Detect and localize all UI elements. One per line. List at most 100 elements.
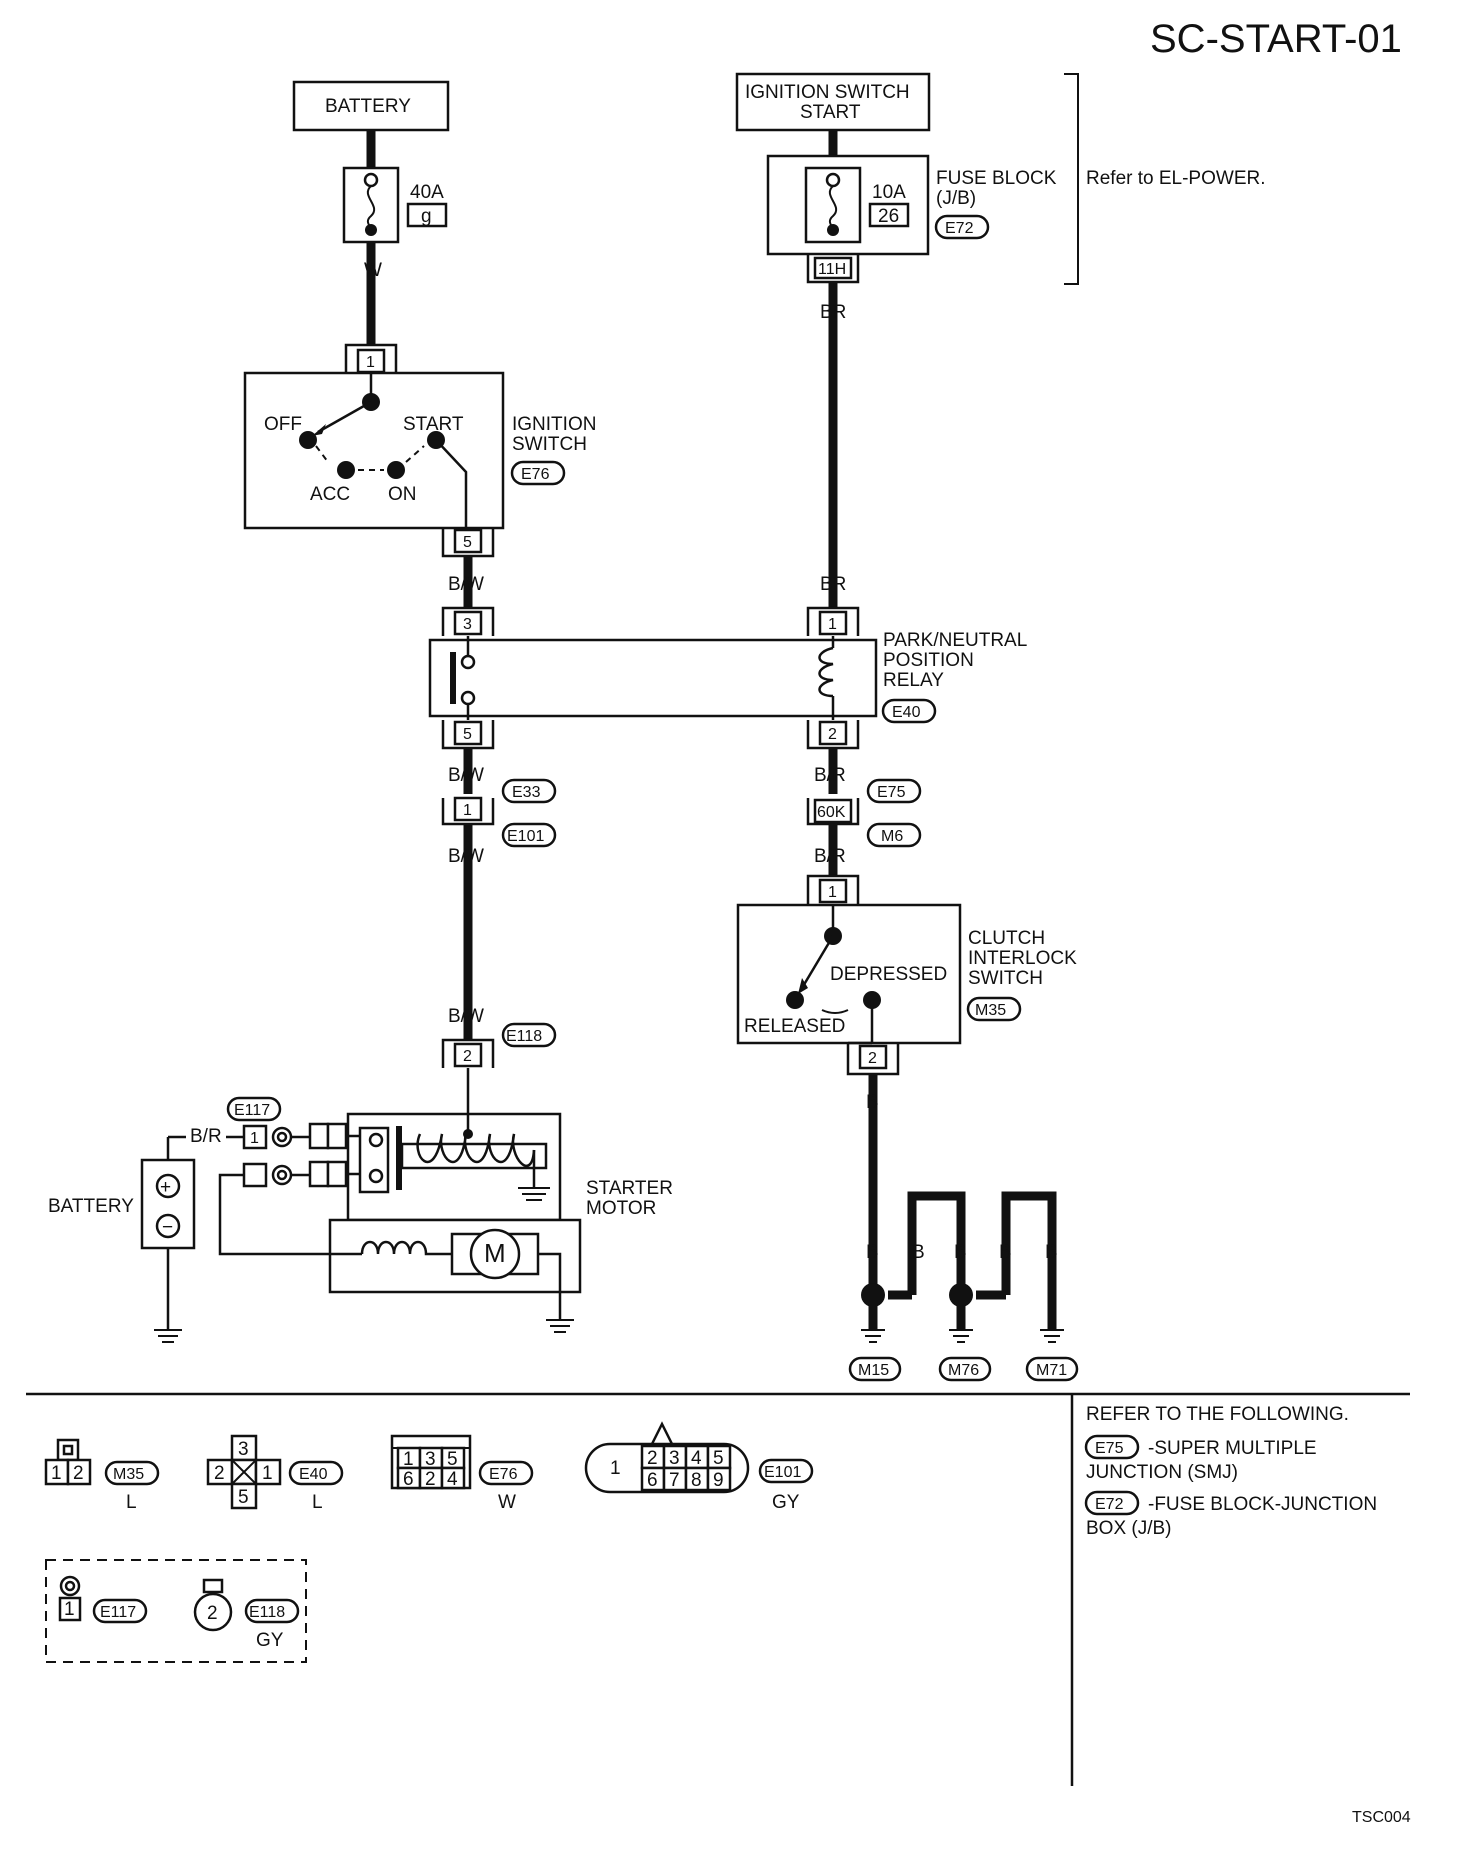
clutch-name-3: SWITCH xyxy=(968,968,1043,989)
joint-e33: E33 xyxy=(512,784,541,801)
e101-pin-6: 6 xyxy=(647,1470,658,1491)
e76-pin-4: 4 xyxy=(447,1469,458,1490)
refer-e75-text-2: JUNCTION (SMJ) xyxy=(1086,1462,1238,1483)
ign-start-title-2: START xyxy=(800,102,861,123)
fuse-40a-number: g xyxy=(421,206,432,227)
e101-pin-4: 4 xyxy=(691,1448,702,1469)
wire-br-r-1: B/R xyxy=(814,765,846,786)
relay-conn: E40 xyxy=(892,704,921,721)
m35-pin-2: 2 xyxy=(73,1463,84,1484)
joint-1-pin: 1 xyxy=(463,802,472,819)
wire-br-2: BR xyxy=(820,574,846,595)
wire-bw-4: B/W xyxy=(448,1006,484,1027)
starter-battery-label: BATTERY xyxy=(48,1196,134,1217)
refer-title: REFER TO THE FOLLOWING. xyxy=(1086,1404,1349,1425)
ground-m71: M71 xyxy=(1036,1362,1067,1379)
e40-color: L xyxy=(312,1492,323,1513)
e101-pin-7: 7 xyxy=(669,1470,680,1491)
m35-conn: M35 xyxy=(113,1466,144,1483)
starter-name-1: STARTER xyxy=(586,1178,673,1199)
e76-pin-6: 6 xyxy=(403,1469,414,1490)
ground-network: B B B B B B M15 M76 M71 xyxy=(848,1074,1079,1382)
fuse-10a-amp: 10A xyxy=(872,182,906,203)
legend-e76: 1 3 5 6 2 4 E76 W xyxy=(390,1434,534,1513)
fuse-block-label-1: FUSE BLOCK xyxy=(936,168,1057,189)
e118-legend-conn: E118 xyxy=(249,1604,285,1621)
ground-m76: M76 xyxy=(948,1362,979,1379)
joint-e117-pin: 1 xyxy=(250,1130,259,1147)
e76-pin-2: 2 xyxy=(425,1469,436,1490)
refer-e75-text-1: -SUPER MULTIPLE xyxy=(1148,1438,1317,1459)
joint-e118-pin: 2 xyxy=(463,1048,472,1065)
ign-term-5: 5 xyxy=(463,534,472,551)
e101-pin-5: 5 xyxy=(713,1448,724,1469)
e40-conn: E40 xyxy=(299,1466,328,1483)
fuse-10a-number: 26 xyxy=(878,206,899,227)
legend-dashed-group: 1 E117 2 E118 GY xyxy=(45,1559,307,1663)
ign-name-1: IGNITION xyxy=(512,414,596,435)
clutch-conn: M35 xyxy=(975,1002,1006,1019)
e101-pin-2: 2 xyxy=(647,1448,658,1469)
joint-e118: E118 xyxy=(506,1028,542,1045)
joint-e101: E101 xyxy=(507,828,544,845)
wire-br-r-2: B/R xyxy=(814,846,846,867)
e76-conn: E76 xyxy=(489,1466,518,1483)
joint-e117: E117 1 B/R xyxy=(168,1096,310,1188)
battery-plus: + xyxy=(160,1177,171,1198)
relay-name-1: PARK/NEUTRAL xyxy=(883,630,1027,651)
relay-name-2: POSITION xyxy=(883,650,974,671)
clutch-name-1: CLUTCH xyxy=(968,928,1045,949)
e118-legend-color: GY xyxy=(256,1630,284,1651)
joint-e33-e101: 1 E33 E101 xyxy=(441,778,557,848)
battery-box: BATTERY xyxy=(292,80,450,132)
wire-b-5: B xyxy=(999,1242,1012,1263)
ignition-switch: 1 OFF START ACC ON IGNITION SWITCH E76 5 xyxy=(243,343,596,558)
fuse-block: 10A 26 FUSE BLOCK (J/B) E72 11H xyxy=(766,154,1057,284)
e76-pin-3: 3 xyxy=(425,1449,436,1470)
wire-w-label: W xyxy=(364,260,382,281)
battery-minus: − xyxy=(162,1217,173,1238)
e101-conn: E101 xyxy=(764,1464,801,1481)
wire-bw-2: B/W xyxy=(448,765,484,786)
clutch-term-2: 2 xyxy=(868,1050,877,1067)
starter-motor-m: M xyxy=(484,1238,506,1268)
joint-e118: 2 E118 xyxy=(441,1022,557,1068)
starter-name-2: MOTOR xyxy=(586,1198,656,1219)
joint-e75: E75 xyxy=(877,784,906,801)
wire-br-r-3: B/R xyxy=(190,1126,222,1147)
clutch-released: RELEASED xyxy=(744,1016,845,1037)
fuse-40a: 40A g xyxy=(342,166,448,244)
refer-following: REFER TO THE FOLLOWING. E75 -SUPER MULTI… xyxy=(1084,1404,1377,1539)
wire-b-3: B xyxy=(912,1242,925,1263)
e40-pin-1: 1 xyxy=(262,1463,273,1484)
ign-switch-start-box: IGNITION SWITCH START xyxy=(735,72,931,132)
ign-acc-label: ACC xyxy=(310,484,350,505)
clutch-name-2: INTERLOCK xyxy=(968,948,1077,969)
e117-legend-conn: E117 xyxy=(100,1604,136,1621)
refer-e75-conn: E75 xyxy=(1095,1440,1124,1457)
e76-pin-5: 5 xyxy=(447,1449,458,1470)
battery-label: BATTERY xyxy=(325,96,411,117)
wire-br-1: BR xyxy=(820,302,846,323)
relay-term-3: 3 xyxy=(463,616,472,633)
e101-pin-8: 8 xyxy=(691,1470,702,1491)
ign-start-title-1: IGNITION SWITCH xyxy=(745,82,910,103)
refer-e72-conn: E72 xyxy=(1095,1496,1124,1513)
e101-pin-1: 1 xyxy=(610,1458,621,1479)
fuse-block-label-2: (J/B) xyxy=(936,188,976,209)
ign-name-2: SWITCH xyxy=(512,434,587,455)
wire-bw-1: B/W xyxy=(448,574,484,595)
e101-pin-3: 3 xyxy=(669,1448,680,1469)
m35-color: L xyxy=(126,1492,137,1513)
fuse-block-conn: E72 xyxy=(945,220,974,237)
fuse-block-term: 11H xyxy=(818,261,846,278)
wire-b-6: B xyxy=(1045,1242,1058,1263)
e40-pin-3: 3 xyxy=(238,1439,249,1460)
starter-motor: M STARTER MOTOR xyxy=(218,1068,673,1333)
ign-on-label: ON xyxy=(388,484,417,505)
relay-term-5: 5 xyxy=(463,726,472,743)
joint-m6: M6 xyxy=(881,828,903,845)
legend-m35: 1 2 M35 L xyxy=(44,1438,160,1513)
ign-conn: E76 xyxy=(521,466,550,483)
figure-id: TSC004 xyxy=(1352,1809,1411,1826)
